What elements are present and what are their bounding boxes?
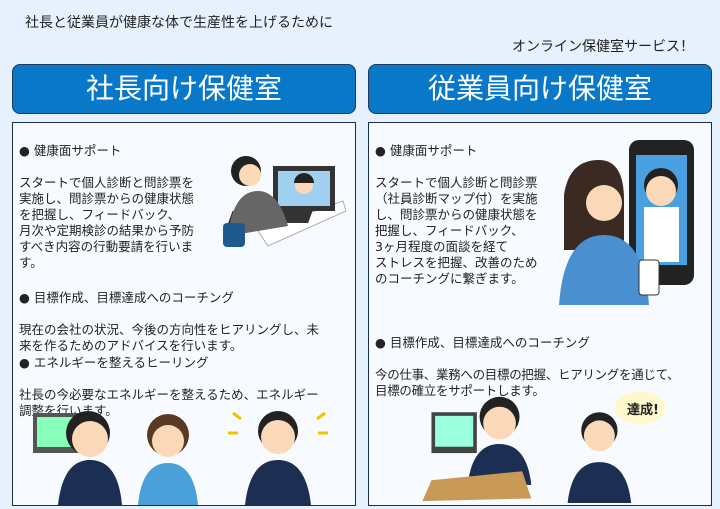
employee-panel: ● 健康面サポート スタートで個人診断と問診票 （社員診断マップ付）を実施 し、… <box>368 122 712 506</box>
president-panel: ● 健康面サポート スタートで個人診断と問診票を 実施し、問診票からの健康状態 … <box>12 122 356 506</box>
employee-header: 従業員向け保健室 <box>368 64 712 114</box>
online-consultation-illustration <box>223 156 347 247</box>
president-header: 社長向け保健室 <box>12 64 356 114</box>
achievement-illustration <box>422 391 666 503</box>
section-coaching: ● 目標作成、目標達成へのコーチング 今の仕事、業務への目標の把握、ヒアリングを… <box>375 319 680 415</box>
section-health: ● 健康面サポート スタートで個人診断と問診票を 実施し、問診票からの健康状態 … <box>19 127 194 287</box>
section-heading: ● 目標作成、目標達成へのコーチング <box>19 290 234 305</box>
achievement-badge: 達成! <box>627 403 659 418</box>
people-illustration <box>33 411 328 505</box>
section-heading: ● 健康面サポート <box>19 143 122 158</box>
service-subtitle: オンライン保健室サービス！ <box>512 39 694 55</box>
section-heading: ● エネルギーを整えるヒーリング <box>19 355 209 370</box>
section-heading: ● 健康面サポート <box>375 143 478 158</box>
section-body: スタートで個人診断と問診票を 実施し、問診票からの健康状態 を把握し、フィードバ… <box>19 175 195 270</box>
intro-text: 社長と従業員が健康な体で生産性を上げるために <box>25 15 333 31</box>
section-body: 今の仕事、業務への目標の把握、ヒアリングを通じて、 目標の確立をサポートします。 <box>375 367 680 398</box>
section-body: 現在の会社の状況、今後の方向性をヒアリングし、未 来を作るためのアドバイスを行い… <box>19 322 320 353</box>
section-heading: ● 目標作成、目標達成へのコーチング <box>375 335 590 350</box>
section-health: ● 健康面サポート スタートで個人診断と問診票 （社員診断マップ付）を実施 し、… <box>375 127 538 303</box>
section-body: スタートで個人診断と問診票 （社員診断マップ付）を実施 し、問診票からの健康状態… <box>375 175 538 286</box>
smartphone-consultation-illustration <box>559 140 694 305</box>
section-coaching: ● 目標作成、目標達成へのコーチング 現在の会社の状況、今後の方向性をヒアリング… <box>19 274 319 370</box>
